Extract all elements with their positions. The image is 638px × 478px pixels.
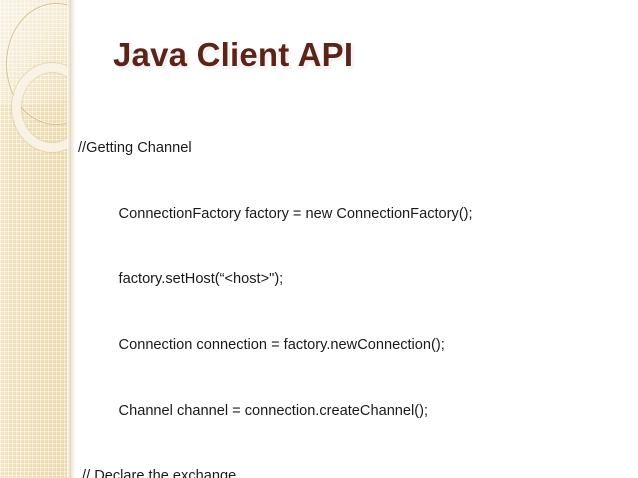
code-line: factory.setHost(“<host>"); bbox=[78, 271, 284, 288]
sidebar-edge-highlight bbox=[67, 0, 71, 478]
code-line: //Getting Channel bbox=[78, 139, 192, 156]
code-line: ConnectionFactory factory = new Connecti… bbox=[78, 205, 473, 222]
code-line: Channel channel = connection.createChann… bbox=[78, 402, 429, 419]
code-line: // Declare the exchange bbox=[78, 468, 237, 478]
code-line: Connection connection = factory.newConne… bbox=[78, 336, 445, 353]
code-block: //Getting Channel ConnectionFactory fact… bbox=[78, 94, 638, 478]
decorative-sidebar bbox=[0, 0, 71, 478]
thick-ring-icon bbox=[12, 63, 71, 152]
sidebar-drop-shadow bbox=[71, 0, 76, 478]
slide-title: Java Client API bbox=[113, 36, 354, 73]
